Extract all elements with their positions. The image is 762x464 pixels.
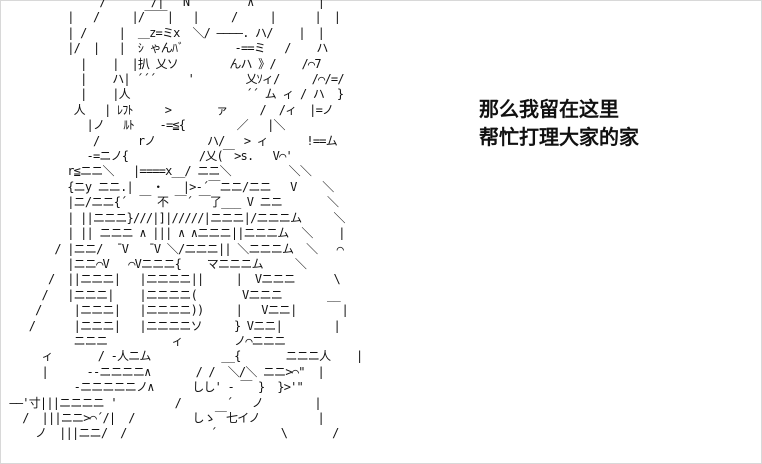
caption-text: 那么我留在这里 帮忙打理大家的家 — [479, 95, 639, 151]
ascii-art-character: / /| N ∧ | | / |/￣￣| | / | | | | / | ＿z=… — [9, 0, 363, 441]
caption-line-2: 帮忙打理大家的家 — [479, 125, 639, 149]
caption-line-1: 那么我留在这里 — [479, 97, 619, 121]
